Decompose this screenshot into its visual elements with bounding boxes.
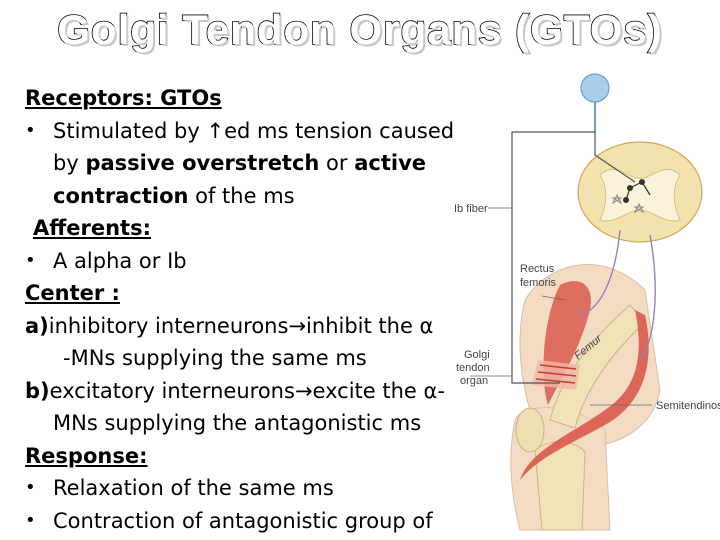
golgi-label-2: tendon — [456, 362, 490, 374]
motor-nerve-2 — [639, 234, 656, 361]
center-item-a: a) inhibitory interneurons→ inhibit the … — [25, 310, 495, 343]
center-item-b: b) excitatory interneurons→ excite the α… — [25, 375, 495, 408]
afferents-bullet-item: • A alpha or Ib — [25, 245, 495, 278]
passive-overstretch-text: passive overstretch — [85, 151, 320, 175]
golgi-label-3: organ — [460, 375, 488, 387]
motor-nerve-1 — [579, 229, 621, 316]
center-item-a-continuation: -MNs supplying the same ms — [63, 346, 367, 370]
tibia-bone — [534, 441, 586, 531]
slide-body: Receptors: GTOs • Stimulated by ↑ed ms t… — [25, 82, 495, 537]
bullet: • — [25, 249, 36, 271]
arrow-up-icon: ↑ — [206, 118, 225, 143]
receptors-continuation: by passive overstretch or active — [53, 151, 427, 175]
afferents-heading: Afferents: — [33, 216, 151, 240]
interneurons — [623, 179, 651, 203]
bullet: • — [25, 509, 36, 531]
ib-fiber-label: Ib fiber — [454, 203, 488, 215]
rectus-label-2: femoris — [520, 277, 557, 289]
contraction-text: contraction — [53, 183, 189, 208]
grey-matter — [599, 168, 681, 222]
center-heading: Center : — [25, 281, 120, 305]
center-item-b-continuation: MNs supplying the antagonistic ms — [53, 411, 422, 435]
patella-shape — [515, 407, 545, 453]
response-bullet-item-2: • Contraction of antagonistic group of — [25, 505, 495, 538]
receptors-continuation-2: contraction of the ms — [53, 183, 295, 208]
semitendinosus-muscle — [520, 310, 649, 480]
receptors-heading: Receptors: GTOs — [25, 86, 222, 110]
arrow-right-icon: → — [294, 378, 313, 403]
semitendinosus-label: Semitendinosus — [656, 400, 720, 412]
rectus-label-1: Rectus — [520, 263, 555, 275]
response-heading: Response: — [25, 443, 148, 468]
golgi-label-1: Golgi — [464, 349, 490, 361]
page-title: Golgi Tendon Organs (GTOs) — [56, 5, 663, 54]
arrow-right-icon: → — [288, 313, 307, 338]
sensory-neuron-cell-body — [580, 73, 610, 103]
response-bullet-item-1: • Relaxation of the same ms — [25, 472, 495, 505]
afferent-into-cord — [594, 132, 636, 183]
ib-fiber-line — [511, 131, 595, 384]
active-text: active — [354, 151, 427, 175]
gto-reflex-figure: Ib fiber Rectus femoris Golgi tendon org… — [454, 73, 720, 531]
bullet: • — [25, 477, 36, 498]
bullet: • — [25, 119, 36, 141]
receptors-bullet-item: • Stimulated by ↑ed ms tension caused — [25, 115, 495, 148]
motor-neurons — [611, 193, 645, 214]
